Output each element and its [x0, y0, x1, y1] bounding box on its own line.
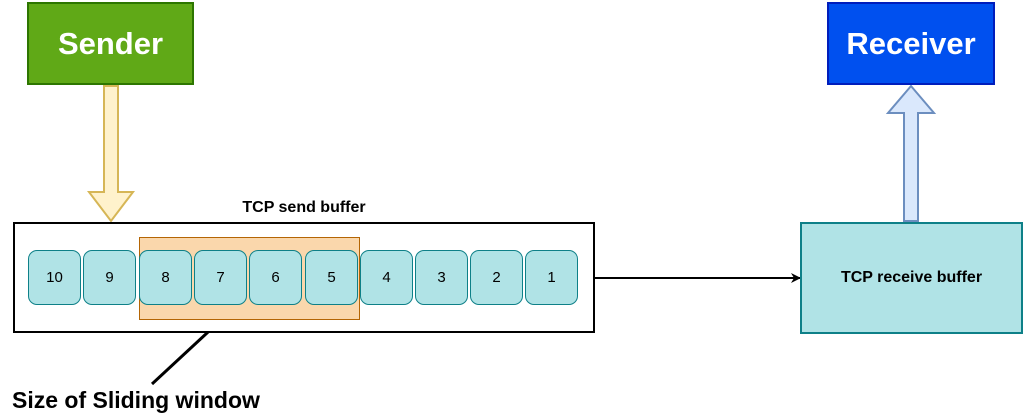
buffer-segment: 1 — [525, 250, 578, 305]
send-buffer-title: TCP send buffer — [242, 199, 366, 216]
buffer-segment: 10 — [28, 250, 81, 305]
segment-label: 2 — [492, 269, 501, 286]
buffer-segment: 5 — [305, 250, 358, 305]
receiver-up-arrow — [885, 84, 937, 222]
segment-label: 8 — [161, 269, 170, 286]
receive-buffer-label: TCP receive buffer — [840, 269, 983, 286]
buffer-segment: 7 — [194, 250, 247, 305]
sliding-window-caption: Size of Sliding window — [12, 387, 260, 413]
segment-label: 10 — [46, 269, 63, 286]
buffer-segment: 3 — [415, 250, 468, 305]
segment-label: 3 — [437, 269, 446, 286]
buffer-segment: 9 — [83, 250, 136, 305]
sender-label: Sender — [57, 25, 164, 61]
sender-node: Sender — [27, 2, 194, 85]
receiver-node: Receiver — [827, 2, 995, 85]
segment-label: 9 — [105, 269, 114, 286]
segment-label: 6 — [271, 269, 280, 286]
buffer-segment: 8 — [139, 250, 192, 305]
segment-label: 4 — [382, 269, 391, 286]
segment-label: 1 — [547, 269, 556, 286]
segment-label: 7 — [216, 269, 225, 286]
receive-buffer: TCP receive buffer — [800, 222, 1023, 334]
sender-down-arrow — [86, 85, 136, 223]
buffer-segment: 6 — [249, 250, 302, 305]
buffer-segment: 2 — [470, 250, 523, 305]
segment-label: 5 — [327, 269, 336, 286]
receiver-label: Receiver — [846, 25, 976, 61]
buffer-segment: 4 — [360, 250, 413, 305]
